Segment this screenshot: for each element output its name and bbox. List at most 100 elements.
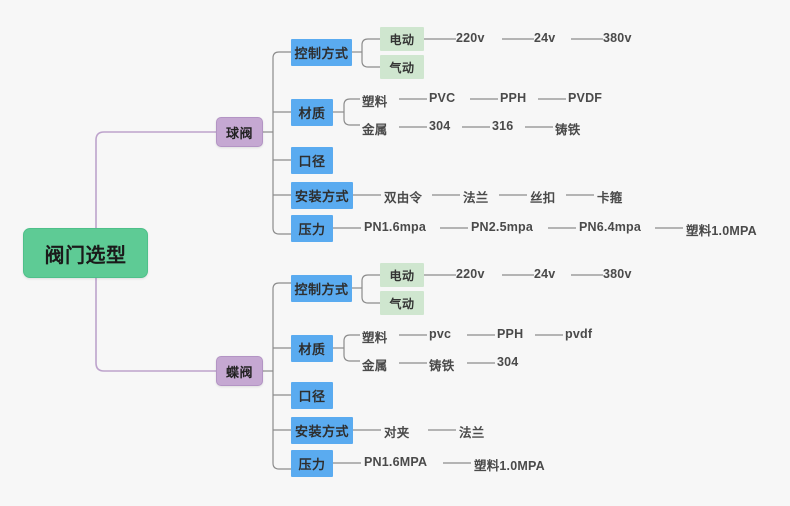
topic-label: 控制方式 [294,46,349,61]
leaf-pvdf-2[interactable]: pvdf [565,327,592,341]
leaf-24v-2[interactable]: 24v [534,267,555,281]
leafbox-label: 电动 [389,32,415,47]
root-node-label: 阀门选型 [44,244,127,267]
leaf-pn16mpa-1[interactable]: PN1.6mpa [364,220,426,234]
leaf-label: 304 [429,119,451,133]
topic-label: 安装方式 [294,189,349,204]
leaf-label: 380v [603,267,632,281]
leaf-label: 380v [603,31,632,45]
topic-label: 压力 [298,222,326,237]
topic-kongzhifangshi-1[interactable]: 控制方式 [291,39,352,66]
leaf-falan-2[interactable]: 法兰 [459,422,484,441]
leaf-pvc-1[interactable]: PVC [429,91,455,105]
leafbox-qidong-1[interactable]: 气动 [380,55,424,79]
leaf-label: PN1.6MPA [364,455,428,469]
leaf-label: 铸铁 [429,359,455,373]
branch-node-qiufa[interactable]: 球阀 [216,117,263,147]
leaf-label: 220v [456,31,485,45]
leaf-label: 24v [534,267,556,281]
leafbox-qidong-2[interactable]: 气动 [380,291,424,315]
leaf-label: 金属 [362,359,388,373]
topic-kongzhifangshi-2[interactable]: 控制方式 [291,275,352,302]
leaf-shuangyouling-1[interactable]: 双由令 [384,187,422,206]
leaf-304-1[interactable]: 304 [429,119,450,133]
topic-label: 材质 [298,106,326,121]
leaf-label: 丝扣 [530,191,556,205]
topic-label: 口径 [298,154,326,169]
leaf-label: PN6.4mpa [579,220,642,234]
branch-node-label: 球阀 [225,125,253,141]
leaf-falan-1[interactable]: 法兰 [463,187,488,206]
topic-anzhuangfangshi-1[interactable]: 安装方式 [291,182,353,209]
leaf-zhutie-2[interactable]: 铸铁 [429,355,454,374]
leaf-zhutie-1[interactable]: 铸铁 [555,119,580,138]
leaf-jinshu-2[interactable]: 金属 [362,355,387,374]
topic-label: 压力 [298,457,326,472]
leaf-label: 铸铁 [555,123,581,137]
leaf-pvc-2[interactable]: pvc [429,327,451,341]
leafbox-diandong-2[interactable]: 电动 [380,263,424,287]
leaf-pn16mpa-2[interactable]: PN1.6MPA [364,455,427,469]
leaf-label: 304 [497,355,519,369]
leaf-label: 塑料1.0MPA [474,459,545,473]
leaf-316-1[interactable]: 316 [492,119,513,133]
topic-koujing-1[interactable]: 口径 [291,147,333,174]
leaf-sikou-1[interactable]: 丝扣 [530,187,555,206]
leafbox-label: 电动 [389,268,415,283]
leaf-label: 法兰 [459,426,485,440]
leaf-pn25mpa-1[interactable]: PN2.5mpa [471,220,533,234]
leaf-label: 24v [534,31,556,45]
leaf-24v-1[interactable]: 24v [534,31,555,45]
leaf-jinshu-1[interactable]: 金属 [362,119,387,138]
leaf-pvdf-1[interactable]: PVDF [568,91,602,105]
leaf-duijia-2[interactable]: 对夹 [384,422,409,441]
leaf-suliao-2[interactable]: 塑料 [362,327,387,346]
branch-node-diefa[interactable]: 蝶阀 [216,356,263,386]
leaf-label: pvc [429,327,452,341]
leafbox-diandong-1[interactable]: 电动 [380,27,424,51]
leaf-suliao10mpa-2[interactable]: 塑料1.0MPA [474,455,545,474]
topic-yali-2[interactable]: 压力 [291,450,333,477]
leaf-pph-1[interactable]: PPH [500,91,526,105]
leaf-label: 双由令 [384,191,423,205]
root-node[interactable]: 阀门选型 [23,228,148,278]
leaf-label: PN1.6mpa [364,220,427,234]
leaf-380v-2[interactable]: 380v [603,267,632,281]
leaf-label: 金属 [362,123,388,137]
leaf-label: PVC [429,91,456,105]
leaf-pph-2[interactable]: PPH [497,327,523,341]
leaf-label: 对夹 [384,426,410,440]
leaf-380v-1[interactable]: 380v [603,31,632,45]
leaf-pn64mpa-1[interactable]: PN6.4mpa [579,220,641,234]
topic-label: 口径 [298,389,326,404]
topic-caizhi-2[interactable]: 材质 [291,335,333,362]
leaf-label: PPH [497,327,524,341]
leaf-label: pvdf [565,327,593,341]
leaf-label: PN2.5mpa [471,220,534,234]
leaf-label: 塑料 [362,331,388,345]
topic-koujing-2[interactable]: 口径 [291,382,333,409]
topic-anzhuangfangshi-2[interactable]: 安装方式 [291,417,353,444]
leaf-220v-1[interactable]: 220v [456,31,485,45]
leaf-220v-2[interactable]: 220v [456,267,485,281]
leaf-suliao-1[interactable]: 塑料 [362,91,387,110]
leaf-304-2[interactable]: 304 [497,355,518,369]
leaf-suliao10mpa-1[interactable]: 塑料1.0MPA [686,220,757,239]
topic-label: 材质 [298,342,326,357]
leafbox-label: 气动 [389,60,415,75]
leaf-label: 塑料 [362,95,388,109]
leaf-label: 316 [492,119,514,133]
leaf-kagu-1[interactable]: 卡箍 [597,187,622,206]
branch-node-label: 蝶阀 [225,364,253,380]
topic-label: 安装方式 [294,424,349,439]
leafbox-label: 气动 [389,296,415,311]
leaf-label: 卡箍 [597,191,623,205]
leaf-label: PVDF [568,91,603,105]
topic-yali-1[interactable]: 压力 [291,215,333,242]
leaf-label: 220v [456,267,485,281]
leaf-label: 法兰 [463,191,489,205]
leaf-label: 塑料1.0MPA [686,224,757,238]
topic-caizhi-1[interactable]: 材质 [291,99,333,126]
leaf-label: PPH [500,91,527,105]
